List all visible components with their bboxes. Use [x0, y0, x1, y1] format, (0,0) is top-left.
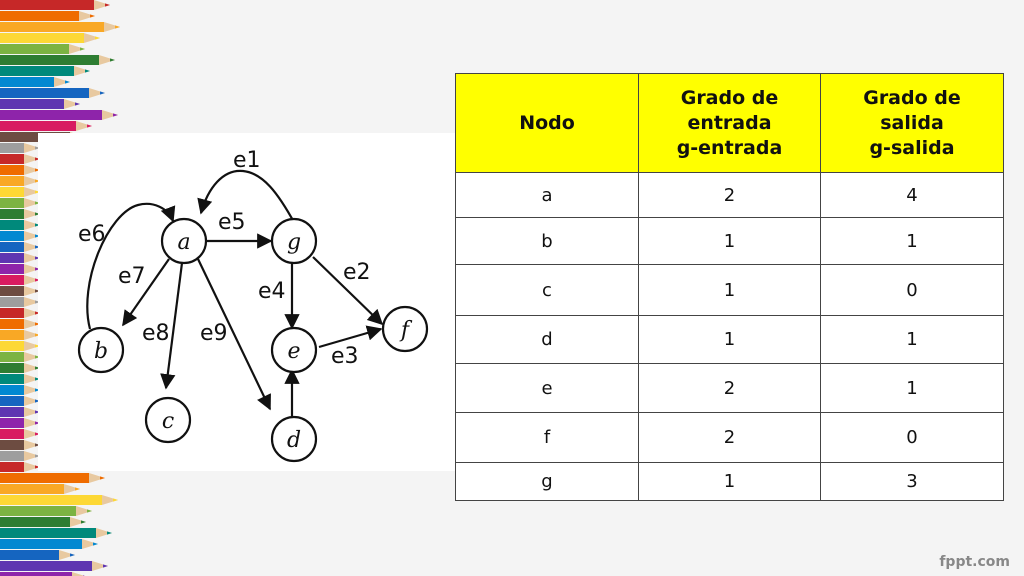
node-g: g	[270, 217, 318, 265]
cell-node: d	[455, 315, 639, 364]
cell-out-degree: 1	[820, 315, 1004, 364]
node-d: d	[270, 415, 318, 463]
edge-e7	[122, 258, 170, 327]
node-c: c	[144, 396, 192, 444]
node-label-d: d	[287, 428, 301, 453]
footer-watermark: fppt.com	[939, 554, 1010, 570]
header-entrada-line2: entrada	[687, 111, 772, 134]
edge-label-e2: e2	[343, 260, 371, 285]
cell-node: b	[455, 217, 639, 265]
cell-node: g	[455, 462, 639, 501]
edge-label-e7: e7	[118, 264, 146, 289]
table-row: e 2 1	[455, 363, 1004, 413]
cell-out-degree: 1	[820, 217, 1004, 265]
table-row: f 2 0	[455, 412, 1004, 463]
edge-e2	[312, 256, 384, 326]
directed-graph-panel: e1 e2 e3 e4 e5 e6 e7 e8 e9 a g b e f	[38, 133, 456, 471]
cell-in-degree: 2	[638, 412, 821, 463]
node-e: e	[270, 326, 318, 374]
colored-pencils-decoration	[0, 0, 120, 576]
edge-label-e5: e5	[218, 210, 246, 235]
node-label-c: c	[162, 409, 174, 434]
table-row: a 2 4	[455, 172, 1004, 218]
table-row: d 1 1	[455, 315, 1004, 364]
node-label-g: g	[287, 230, 301, 255]
cell-node: c	[455, 264, 639, 316]
edge-e9	[197, 258, 271, 411]
edge-label-e9: e9	[200, 321, 228, 346]
node-b: b	[77, 326, 125, 374]
node-f: f	[381, 305, 429, 353]
node-label-b: b	[94, 339, 108, 364]
edge-e3	[318, 325, 383, 349]
cell-out-degree: 1	[820, 363, 1004, 413]
edge-e6	[86, 202, 176, 330]
cell-out-degree: 4	[820, 172, 1004, 218]
header-nodo-label: Nodo	[519, 111, 575, 134]
degree-table: Nodo Grado de entrada g-entrada Grado de…	[455, 73, 1004, 501]
cell-in-degree: 2	[638, 363, 821, 413]
header-entrada-line1: Grado de	[680, 86, 779, 109]
header-grado-entrada: Grado de entrada g-entrada	[638, 73, 821, 173]
header-salida-line3: g-salida	[869, 136, 955, 159]
edge-e1	[197, 169, 296, 225]
node-a: a	[160, 217, 208, 265]
header-salida-line1: Grado de	[863, 86, 961, 109]
edge-label-e3: e3	[331, 344, 359, 369]
cell-in-degree: 1	[638, 315, 821, 364]
node-label-a: a	[177, 230, 190, 255]
edge-e8	[160, 262, 184, 390]
directed-graph: e1 e2 e3 e4 e5 e6 e7 e8 e9 a g b e f	[77, 148, 429, 463]
cell-out-degree: 3	[820, 462, 1004, 501]
cell-node: a	[455, 172, 639, 218]
table-row: c 1 0	[455, 264, 1004, 316]
cell-node: f	[455, 412, 639, 463]
cell-out-degree: 0	[820, 412, 1004, 463]
cell-node: e	[455, 363, 639, 413]
header-nodo: Nodo	[455, 73, 639, 173]
edge-label-e8: e8	[142, 321, 170, 346]
edge-label-e1: e1	[233, 148, 261, 173]
header-grado-salida: Grado de salida g-salida	[820, 73, 1004, 173]
header-salida-line2: salida	[880, 111, 944, 134]
cell-in-degree: 1	[638, 462, 821, 501]
edge-label-e6: e6	[78, 222, 106, 247]
table-header-row: Nodo Grado de entrada g-entrada Grado de…	[455, 73, 1004, 173]
table-row: g 1 3	[455, 462, 1004, 501]
table-row: b 1 1	[455, 217, 1004, 265]
edge-label-e4: e4	[258, 279, 286, 304]
header-entrada-line3: g-entrada	[676, 136, 783, 159]
cell-in-degree: 1	[638, 264, 821, 316]
cell-in-degree: 2	[638, 172, 821, 218]
cell-in-degree: 1	[638, 217, 821, 265]
cell-out-degree: 0	[820, 264, 1004, 316]
node-label-e: e	[287, 339, 300, 364]
